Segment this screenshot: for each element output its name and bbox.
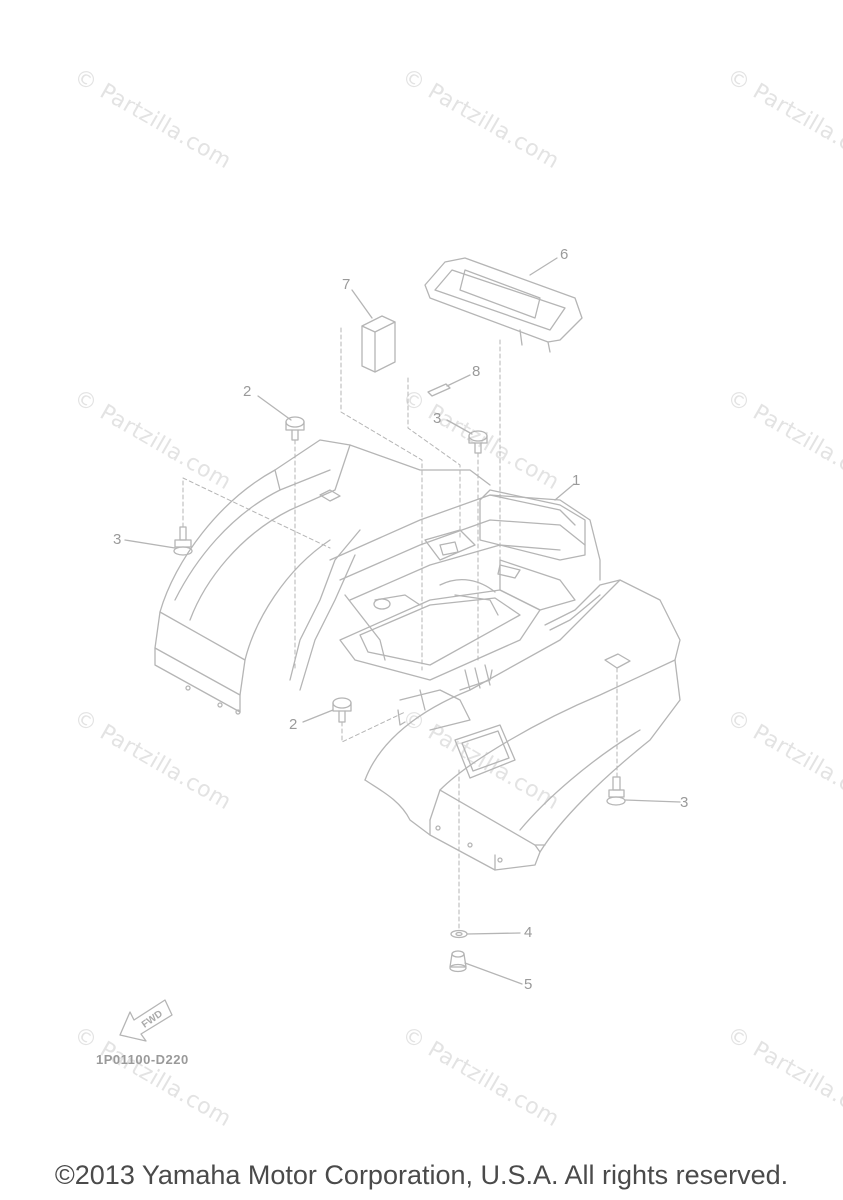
callout-3: 3	[433, 410, 442, 427]
assembly-guide-lines	[182, 327, 618, 931]
callout-5: 5	[524, 976, 533, 993]
callout-2: 2	[243, 383, 252, 400]
bolt-3-right	[606, 776, 626, 806]
leader-lines	[124, 257, 681, 985]
bolt-2-bottom	[332, 697, 352, 723]
callout-1: 1	[572, 472, 581, 489]
part-4-washer	[450, 929, 468, 939]
callout-6: 6	[560, 246, 569, 263]
callout-7: 7	[342, 276, 351, 293]
callout-8: 8	[472, 363, 481, 380]
bolt-3-left	[173, 526, 193, 556]
diagram-code: 1P01100-D220	[96, 1052, 189, 1067]
callout-3: 3	[680, 794, 689, 811]
rear-fender	[154, 439, 681, 871]
callout-4: 4	[524, 924, 533, 941]
callout-2: 2	[289, 716, 298, 733]
part-5-nut	[449, 950, 467, 973]
copyright-notice: ©2013 Yamaha Motor Corporation, U.S.A. A…	[54, 1160, 789, 1190]
bolt-2-top	[285, 416, 305, 441]
part-6-cover	[424, 257, 583, 353]
fwd-arrow-icon	[119, 999, 173, 1042]
part-8-clip	[427, 383, 451, 397]
part-7-block	[361, 315, 396, 373]
callout-3: 3	[113, 531, 122, 548]
